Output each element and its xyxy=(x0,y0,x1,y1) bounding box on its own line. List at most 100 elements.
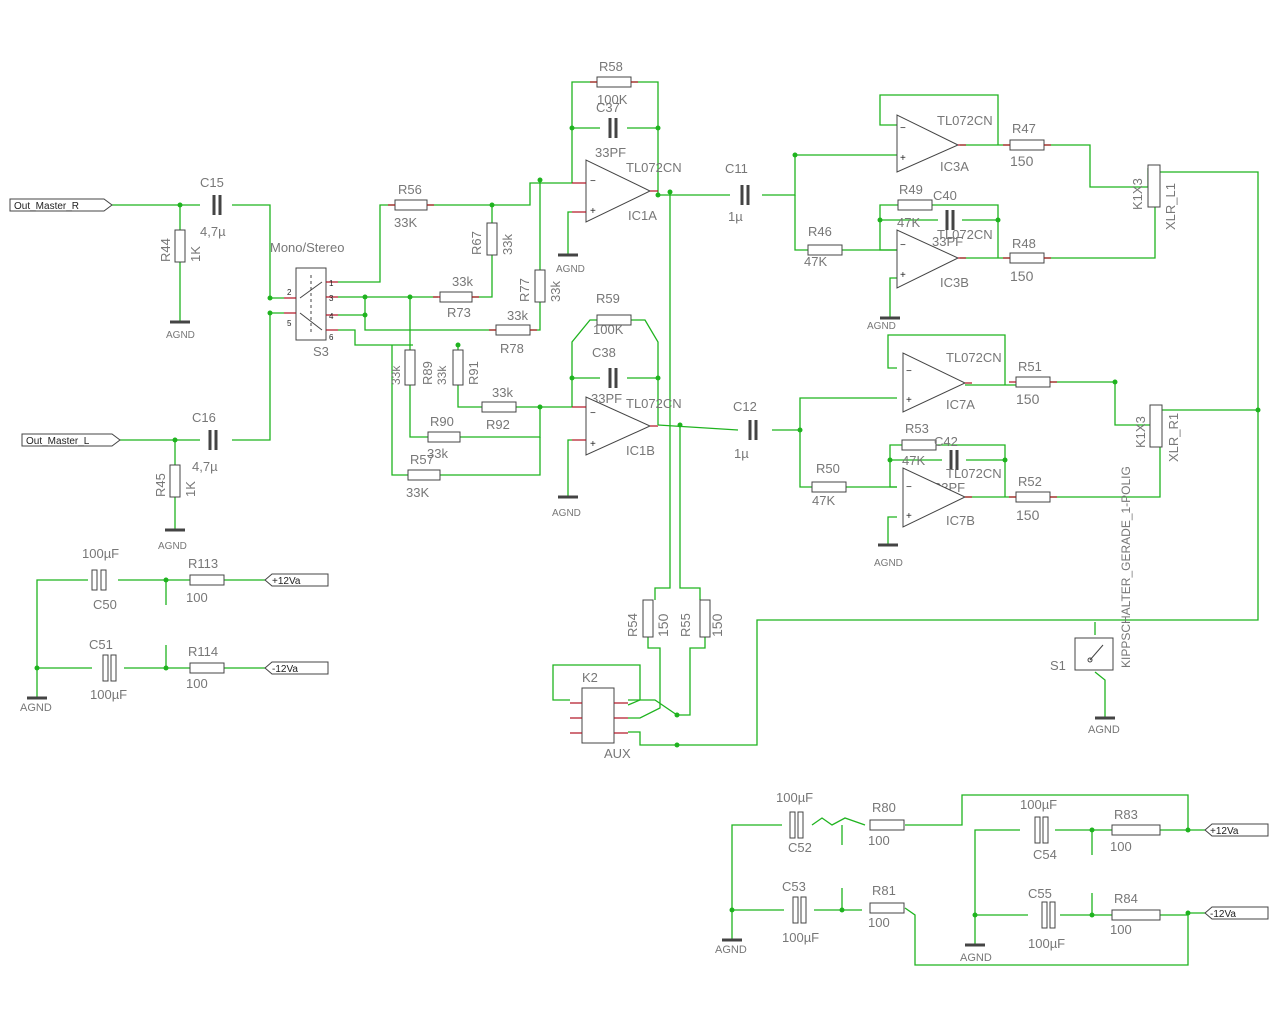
svg-text:−: − xyxy=(900,123,906,134)
resistor-r53: R53 47K xyxy=(901,421,937,468)
svg-text:−: − xyxy=(590,408,596,419)
svg-text:IC3A: IC3A xyxy=(940,159,969,174)
svg-text:100: 100 xyxy=(868,833,890,848)
resistor-r45: R45 1K xyxy=(153,464,198,498)
svg-text:47K: 47K xyxy=(804,254,827,269)
svg-text:R83: R83 xyxy=(1114,807,1138,822)
svg-text:C11: C11 xyxy=(725,161,748,176)
svg-text:−: − xyxy=(590,176,596,187)
svg-text:150: 150 xyxy=(709,613,725,637)
svg-text:100µF: 100µF xyxy=(1028,936,1065,951)
port-plus-12va-right: +12Va xyxy=(1204,823,1269,837)
svg-text:100µF: 100µF xyxy=(1020,797,1057,812)
vertical-resistors: R44 1K R45 1K R67 33k R77 33k 33k R89 33… xyxy=(153,222,725,638)
mono-stereo-switch: 25 13 46 Mono/Stereo S3 xyxy=(270,240,344,359)
svg-text:K2: K2 xyxy=(582,670,598,685)
port-label: +12Va xyxy=(1210,826,1239,837)
svg-text:R80: R80 xyxy=(872,800,896,815)
svg-text:TL072CN: TL072CN xyxy=(937,227,993,242)
svg-text:33k: 33k xyxy=(500,234,515,255)
capacitor-c40: C40 33PF xyxy=(932,188,963,249)
svg-text:C40: C40 xyxy=(933,188,957,203)
port-minus-12va-left: -12Va xyxy=(264,661,329,675)
ground-symbol: AGND xyxy=(1088,716,1120,736)
svg-text:TL072CN: TL072CN xyxy=(946,350,1002,365)
svg-text:R91: R91 xyxy=(466,361,481,385)
svg-text:R45: R45 xyxy=(153,473,168,497)
svg-text:33PF: 33PF xyxy=(595,145,626,160)
junctions xyxy=(34,125,1261,918)
resistor-r67: R67 33k xyxy=(469,222,515,256)
svg-text:R57: R57 xyxy=(410,452,434,467)
svg-text:1µ: 1µ xyxy=(734,446,749,461)
svg-text:33PF: 33PF xyxy=(932,234,963,249)
svg-text:IC3B: IC3B xyxy=(940,275,969,290)
port-out-master-l: Out_Master_L xyxy=(21,433,121,447)
xlr-left: K1X3 XLR_L1 xyxy=(1130,164,1178,230)
svg-text:C52: C52 xyxy=(788,840,812,855)
svg-text:150: 150 xyxy=(1010,268,1034,284)
svg-text:KIPPSCHALTER_GERADE_1-POLIG: KIPPSCHALTER_GERADE_1-POLIG xyxy=(1119,466,1133,668)
svg-text:1K: 1K xyxy=(183,481,198,497)
svg-text:33K: 33K xyxy=(394,215,417,230)
svg-text:100: 100 xyxy=(1110,839,1132,854)
svg-text:AGND: AGND xyxy=(556,264,585,275)
ground-symbol: AGND xyxy=(166,320,195,341)
ground-symbol: AGND xyxy=(158,528,187,552)
ground-symbol: AGND xyxy=(960,943,992,964)
svg-text:AGND: AGND xyxy=(552,508,581,519)
svg-text:R53: R53 xyxy=(905,421,929,436)
svg-text:100: 100 xyxy=(868,915,890,930)
svg-text:AGND: AGND xyxy=(20,702,52,714)
svg-text:−: − xyxy=(906,366,912,377)
port-out-master-r: Out_Master_R xyxy=(9,198,113,212)
toggle-switch-s1: S1 KIPPSCHALTER_GERADE_1-POLIG xyxy=(1050,466,1133,673)
pin-stubs xyxy=(388,81,1057,498)
svg-text:TL072CN: TL072CN xyxy=(626,396,682,411)
resistor-r80: R80 100 xyxy=(868,800,905,848)
svg-text:S1: S1 xyxy=(1050,658,1066,673)
xlr-connectors: K1X3 XLR_L1 K1X3 XLR_R1 xyxy=(1130,164,1181,462)
svg-text:+: + xyxy=(590,439,596,450)
svg-text:AGND: AGND xyxy=(715,944,747,956)
svg-text:TL072CN: TL072CN xyxy=(937,113,993,128)
ground-symbol: AGND xyxy=(556,253,585,275)
svg-text:100K: 100K xyxy=(593,322,624,337)
svg-text:100µF: 100µF xyxy=(82,546,119,561)
svg-text:1µ: 1µ xyxy=(728,209,743,224)
resistor-r83: R83 100 xyxy=(1110,807,1161,854)
svg-text:R114: R114 xyxy=(188,644,218,659)
svg-text:R113: R113 xyxy=(188,556,218,571)
resistor-r114: R114 100 xyxy=(186,644,225,691)
svg-text:+: + xyxy=(906,511,912,522)
svg-text:1K: 1K xyxy=(188,246,203,262)
svg-text:150: 150 xyxy=(1016,507,1040,523)
port-label: Out_Master_R xyxy=(14,201,79,212)
svg-text:R50: R50 xyxy=(816,461,840,476)
resistor-r77: R77 33k xyxy=(517,269,563,303)
svg-text:33k: 33k xyxy=(427,446,448,461)
ground-symbol: AGND xyxy=(552,495,581,519)
svg-text:AGND: AGND xyxy=(874,558,903,569)
svg-text:AUX: AUX xyxy=(604,746,631,761)
port-minus-12va-right: -12Va xyxy=(1204,906,1269,920)
svg-text:100: 100 xyxy=(186,676,208,691)
svg-text:47K: 47K xyxy=(902,453,925,468)
svg-text:C53: C53 xyxy=(782,879,806,894)
port-label: -12Va xyxy=(272,664,298,675)
svg-text:100: 100 xyxy=(1110,922,1132,937)
ground-symbol: AGND xyxy=(874,543,903,569)
svg-text:R55: R55 xyxy=(678,613,693,637)
svg-text:100: 100 xyxy=(186,590,208,605)
